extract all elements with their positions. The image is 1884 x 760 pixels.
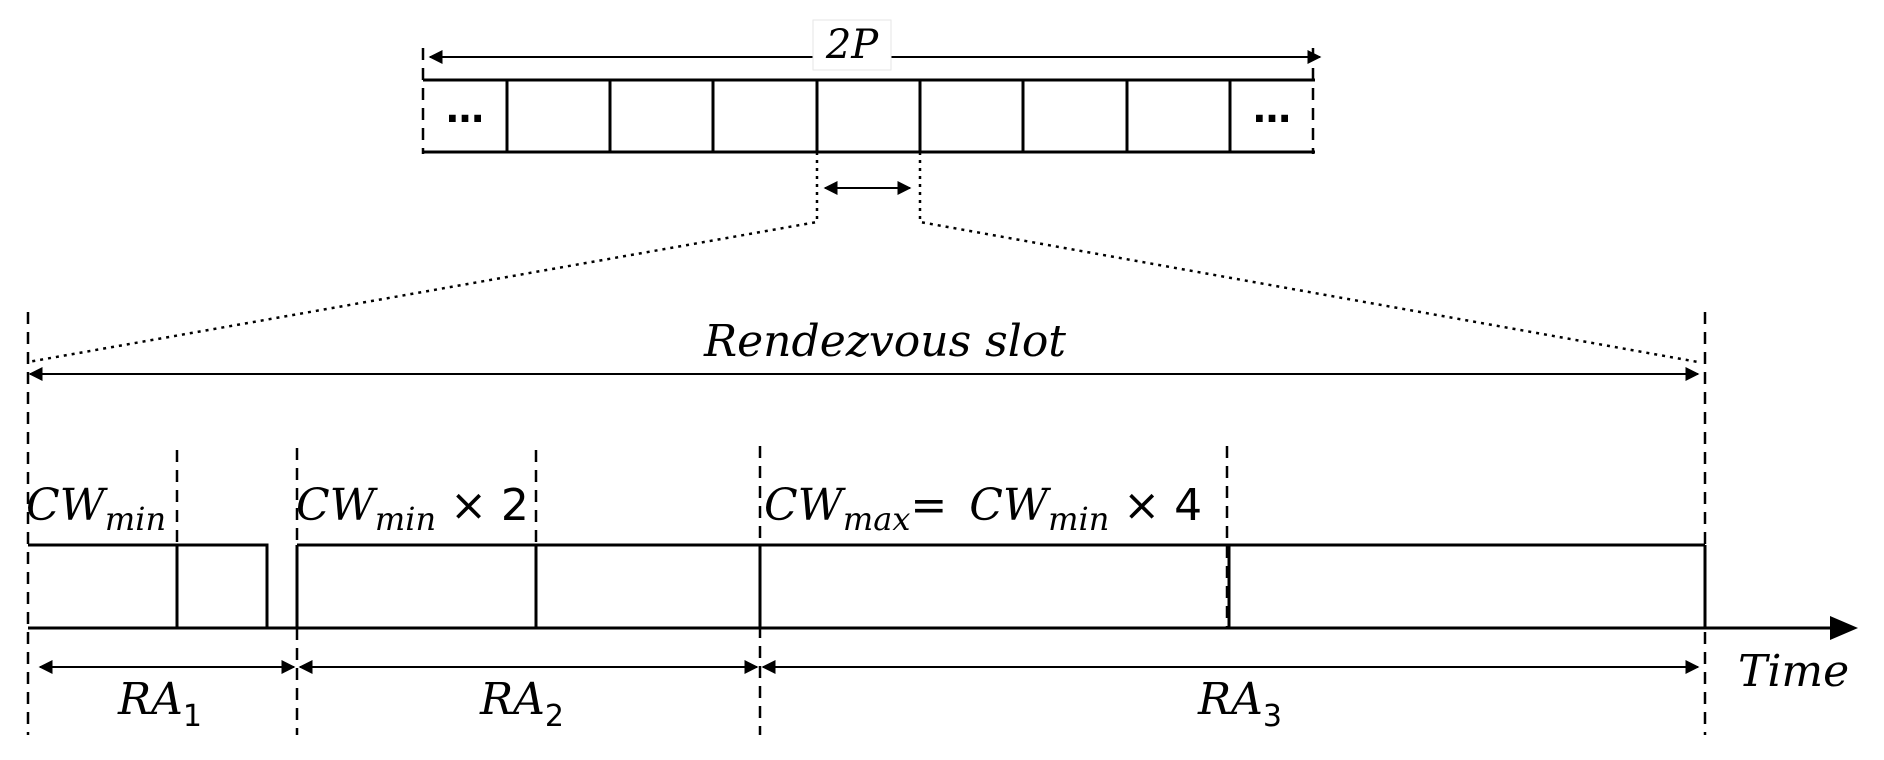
cw-min-label: CWmin — [26, 480, 166, 538]
ra-2-label: RA2 — [479, 674, 564, 734]
cw-max-label: CWmax=CWmin × 4 — [764, 480, 1202, 538]
timeline-blocks — [28, 446, 1707, 735]
period-frame: 2P … … — [27, 19, 1699, 364]
ra-intervals: RA1 RA2 RA3 — [38, 660, 1700, 734]
ra-1-label: RA1 — [117, 674, 202, 734]
cw-min-x2-label: CWmin × 2 — [296, 480, 529, 538]
rendezvous-slot: Rendezvous slot — [26, 312, 1707, 735]
period-label: 2P — [825, 22, 879, 68]
time-axis: Time — [28, 616, 1858, 697]
rendezvous-label: Rendezvous slot — [703, 316, 1066, 367]
ellipsis-right: … — [1253, 87, 1291, 131]
period-cells — [505, 80, 1232, 152]
ra-3-label: RA3 — [1197, 674, 1282, 734]
ellipsis-left: … — [446, 87, 484, 131]
cw-labels: CWmin CWmin × 2 CWmax=CWmin × 4 — [26, 480, 1202, 538]
time-axis-label: Time — [1738, 646, 1849, 697]
